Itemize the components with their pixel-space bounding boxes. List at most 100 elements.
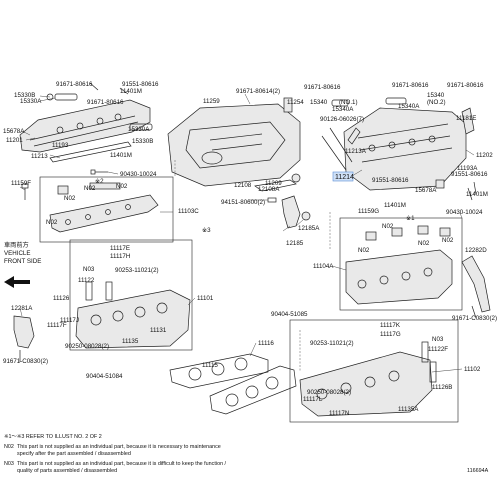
engine-v-bank-cover[interactable] (167, 103, 301, 187)
label-90404-51084: 90404-51084 (86, 373, 123, 380)
label-12281a: 12281A (11, 305, 33, 312)
left-oil-fitting[interactable] (57, 185, 69, 195)
legend-n03-line2: quality of parts assembled / disassemble… (17, 468, 117, 474)
left-upper-labels: 91671-80616 91551-80616 11401M 15330B 15… (3, 81, 199, 226)
legend-n02-line2: specify after the part assembled / disas… (17, 451, 131, 457)
label-90250-08028: 90250-08028(2) (65, 343, 109, 350)
label-15340-right: 15340 (427, 92, 445, 99)
label-91671-80616-b: 91671-80616 (87, 99, 124, 106)
lower-labels: 11117E 11117H N03 11122 90253-11021(2) 1… (3, 178, 481, 417)
center-upper-labels: 11259 91671-80614(2) 11254 11209 12108 1… (203, 88, 320, 247)
label-11115: 11115 (202, 362, 218, 369)
legend-n03-line1: This part is not supplied as an individu… (17, 461, 227, 467)
label-12185: 12185 (286, 240, 304, 247)
label-15340-no1: (NO.1) (339, 99, 358, 106)
label-91671-80616: 91671-80616 (447, 82, 484, 89)
label-94151-80600: 94151-80600(2) (221, 199, 265, 206)
ventilation-hose[interactable] (254, 179, 297, 192)
label-15340a: 15340A (332, 106, 354, 113)
label-15340-no2: (NO.2) (427, 99, 446, 106)
cover-bracket[interactable] (283, 97, 293, 113)
illustration-number: 116694A (467, 468, 489, 474)
label-15330b: 15330B (14, 92, 35, 99)
right-head-box (289, 319, 459, 423)
label-11117g: 11117G (380, 331, 401, 338)
label-11117f: 11117F (47, 322, 67, 329)
label-11401m: 11401M (120, 88, 142, 95)
right-subassembly-box (339, 217, 463, 311)
right-oil-control-valve[interactable] (331, 97, 407, 107)
right-cover-assembly (321, 97, 491, 319)
label-12108a: 12108A (258, 186, 280, 193)
label-11159g: 11159G (358, 208, 379, 215)
arrow-left-icon (4, 276, 30, 288)
right-cylinder-head[interactable] (299, 341, 437, 417)
right-cover-gasket[interactable] (347, 127, 361, 145)
label-11101: 11101 (197, 295, 214, 302)
label-15330a: 15330A (20, 98, 42, 105)
left-subassembly-box (39, 176, 174, 243)
label-91671-c0830: 91671-C0830(2) (452, 315, 497, 322)
label-11131: 11131 (150, 327, 167, 334)
label-90430-10024: 90430-10024 (446, 209, 483, 216)
label-11135: 11135 (122, 338, 139, 345)
left-cylinder-head-cover[interactable] (19, 99, 151, 153)
engine-hanger-left[interactable] (13, 315, 35, 349)
legend-n02-line1: This part is not supplied as an individu… (17, 444, 221, 450)
label-n02: N02 (116, 183, 128, 190)
label-91671-80616: 91671-80616 (304, 84, 341, 91)
grommet[interactable] (291, 173, 301, 183)
label-15330b-mid: 15330B (132, 138, 153, 145)
label-n02: N02 (418, 240, 430, 247)
label-12282d: 12282D (465, 247, 487, 254)
left-head-box (69, 239, 193, 351)
right-upper-labels: 91671-80616 15340 (NO.1) 15340A 90126-06… (304, 82, 497, 322)
label-11122f: 11122F (428, 346, 448, 353)
label-n03: N03 (432, 336, 444, 343)
label-11401m: 11401M (466, 191, 488, 198)
left-head-gasket[interactable] (169, 353, 269, 389)
label-15678a: 15678A (415, 187, 437, 194)
vehicle-front-side: FRONT SIDE (4, 258, 41, 265)
label-11117e: 11117E (110, 245, 130, 252)
label-n02: N02 (64, 195, 76, 202)
label-11213a: 11213A (345, 148, 367, 155)
label-11117j: 11117J (60, 317, 79, 324)
label-15330a-mid: 15330A (128, 126, 150, 133)
label-n02: N02 (84, 185, 96, 192)
mark-s3: ※3 (202, 227, 211, 234)
label-11193a: 11193A (457, 165, 478, 172)
chain-guide[interactable] (461, 255, 491, 313)
left-camshaft-housing[interactable] (49, 194, 159, 233)
vehicle-front-en: VEHICLE (4, 250, 30, 257)
label-n03: N03 (83, 266, 95, 273)
right-cylinder-head-cover[interactable] (343, 107, 467, 191)
vehicle-front-jp: 車両前方 (4, 241, 29, 249)
left-oil-control-valve[interactable] (46, 93, 153, 131)
label-11117k: 11117K (380, 322, 401, 329)
right-head-gasket[interactable] (209, 365, 297, 415)
engine-cover-bracket[interactable] (281, 195, 301, 229)
label-11104a: 11104A (313, 263, 334, 270)
label-11159f: 11159F (11, 180, 31, 187)
label-11122: 11122 (78, 277, 95, 284)
left-cylinder-head[interactable] (75, 281, 191, 349)
label-12185a: 12185A (298, 225, 320, 232)
label-91671-80616: 91671-80616 (392, 82, 429, 89)
label-90253-11021: 90253-11021(2) (310, 340, 354, 347)
cover-stud-bracket[interactable] (461, 107, 475, 135)
label-11214[interactable]: 11214 (335, 174, 354, 181)
left-cover-gasket[interactable] (49, 141, 132, 163)
right-camshaft-housing[interactable] (345, 249, 453, 305)
mark-s1: ※1 (406, 215, 415, 222)
label-n02: N02 (382, 223, 394, 230)
label-11135a: 11135A (398, 406, 419, 413)
vehicle-front-indicator: 車両前方 VEHICLE FRONT SIDE (4, 241, 41, 288)
label-n02: N02 (358, 247, 370, 254)
label-11213: 11213 (31, 153, 48, 160)
label-90404-51085: 90404-51085 (271, 311, 308, 318)
mark-s2: ※2 (95, 178, 104, 185)
label-11401m: 11401M (384, 202, 406, 209)
label-15340: 15340 (310, 99, 328, 106)
